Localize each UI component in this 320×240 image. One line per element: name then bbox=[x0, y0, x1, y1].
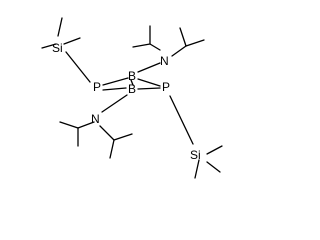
boron-atom-label: B bbox=[128, 82, 136, 96]
phosphorus-atom-label: P bbox=[162, 80, 170, 94]
molecule-svg: Si P B B P N N Si bbox=[41, 17, 223, 179]
nitrogen-atom-label: N bbox=[160, 54, 169, 68]
silicon-atom-label: Si bbox=[52, 41, 63, 55]
phosphorus-atom-label: P bbox=[93, 80, 101, 94]
bonds bbox=[41, 17, 223, 179]
boron-atom-label: B bbox=[128, 69, 136, 83]
atom-labels: Si P B B P N N Si bbox=[52, 41, 201, 162]
molecule-diagram: Si P B B P N N Si bbox=[41, 17, 223, 179]
nitrogen-atom-label: N bbox=[91, 112, 100, 126]
silicon-atom-label: Si bbox=[190, 148, 201, 162]
